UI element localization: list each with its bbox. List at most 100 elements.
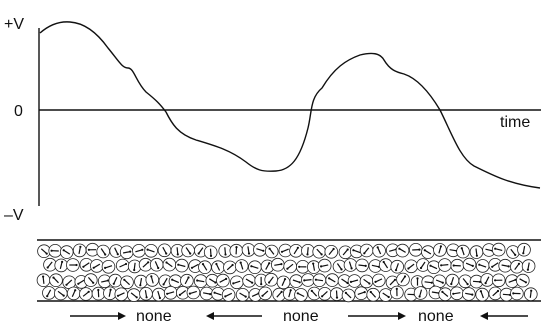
- y-top-label: +V: [4, 16, 24, 33]
- particle-arrowhead: [478, 263, 481, 266]
- segment-arrow-right-2: [348, 312, 406, 320]
- particle-arrow: [348, 261, 353, 269]
- particle-arrowhead: [250, 265, 253, 268]
- particle-arrowhead: [65, 283, 68, 286]
- particle-arrowhead: [496, 289, 500, 293]
- particle-arrowhead: [314, 278, 317, 281]
- particle-arrow: [375, 278, 383, 283]
- particle-arrowhead: [244, 295, 247, 298]
- particle-arrowhead: [116, 253, 119, 256]
- particle-arrow: [40, 248, 48, 255]
- particle-arrow: [144, 290, 148, 298]
- particle-arrowhead: [135, 296, 138, 299]
- particle-arrowhead: [46, 266, 49, 269]
- particle-arrow: [191, 263, 199, 269]
- particle-arrowhead: [441, 281, 444, 284]
- particle-arrowhead: [363, 291, 366, 294]
- particle-arrowhead: [393, 278, 397, 281]
- particle-arrowhead: [42, 275, 45, 278]
- particle-arrowhead: [209, 293, 212, 296]
- particle-arrow: [83, 262, 90, 268]
- particle-arrowhead: [247, 252, 251, 255]
- particle-arrow: [480, 290, 484, 299]
- particle-arrowhead: [92, 266, 95, 269]
- particle-arrowhead: [79, 245, 82, 248]
- particle-arrow: [53, 277, 59, 284]
- particle-arrowhead: [251, 281, 254, 284]
- particle-arrow: [197, 279, 205, 283]
- particle-arrow: [113, 277, 118, 285]
- particle-arrow: [519, 278, 527, 283]
- particle-arrowhead: [394, 269, 398, 272]
- particle-arrowhead: [189, 252, 192, 255]
- particle-arrow: [399, 248, 406, 253]
- particle-arrowhead: [484, 282, 487, 285]
- particle-arrow: [133, 262, 136, 271]
- particle-arrowhead: [289, 289, 292, 292]
- particle-arrowhead: [280, 290, 283, 293]
- particle-arrow: [306, 247, 309, 255]
- particle-arrow: [63, 249, 71, 255]
- particle-arrow: [184, 277, 190, 285]
- particle-arrow: [114, 247, 119, 255]
- particle-arrow: [501, 264, 509, 267]
- particle-arrow: [240, 262, 244, 270]
- particle-arrowhead: [439, 245, 442, 248]
- particle-arrowhead: [491, 265, 494, 268]
- particle-arrowhead: [178, 293, 181, 296]
- particle-arrowhead: [363, 252, 366, 255]
- particle-arrow: [139, 278, 143, 286]
- particle-arrow: [424, 249, 432, 255]
- particle-arrow: [485, 248, 493, 252]
- particle-arrowhead: [116, 294, 120, 297]
- particle-arrowhead: [306, 253, 309, 256]
- particle-arrow: [527, 262, 530, 270]
- particle-arrow: [441, 264, 449, 266]
- particle-arrow: [100, 248, 106, 255]
- particle-arrowhead: [512, 292, 515, 295]
- particle-arrowhead: [262, 249, 265, 252]
- particle-arrowhead: [261, 294, 264, 297]
- particle-arrow: [430, 265, 438, 270]
- particle-arrowhead: [352, 249, 355, 252]
- particle-arrowhead: [187, 276, 190, 279]
- particle-arrow: [119, 263, 127, 268]
- particle-arrowhead: [87, 290, 90, 293]
- particle-arrow: [122, 251, 131, 254]
- particle-arrow: [288, 290, 292, 298]
- particle-arrow: [357, 291, 365, 295]
- particle-arrowhead: [165, 261, 168, 264]
- particle-arrowhead: [418, 248, 421, 251]
- particle-arrow: [485, 276, 490, 284]
- particle-arrow: [179, 290, 187, 296]
- particle-arrowhead: [109, 288, 112, 291]
- particle-arrow: [233, 280, 241, 284]
- particle-arrow: [522, 245, 526, 254]
- particle-arrow: [350, 279, 359, 283]
- particle-arrow: [167, 291, 175, 295]
- particle-arrow: [185, 247, 191, 254]
- particle-arrow: [341, 278, 348, 284]
- particle-arrowhead: [364, 264, 367, 267]
- segment-label-1: none: [136, 308, 172, 325]
- particle-arrowhead: [283, 278, 287, 281]
- particle-arrow: [77, 279, 85, 285]
- particle-arrowhead: [280, 250, 284, 253]
- magnetic-particles: [36, 242, 538, 303]
- particle-arrowhead: [286, 267, 289, 270]
- particle-arrow: [57, 290, 65, 297]
- particle-arrow: [224, 247, 227, 255]
- particle-arrow: [335, 290, 338, 298]
- particle-arrowhead: [298, 265, 301, 268]
- particle-arrowhead: [471, 264, 474, 267]
- particle-arrowhead: [225, 277, 228, 280]
- particle-arrowhead: [312, 262, 315, 265]
- particle-arrowhead: [374, 280, 377, 283]
- particle-arrow: [465, 262, 474, 267]
- particle-arrow: [202, 263, 208, 271]
- particle-arrowhead: [166, 292, 169, 295]
- particle-arrow: [316, 248, 323, 255]
- particle-arrow: [495, 248, 503, 251]
- particle-arrowhead: [321, 295, 324, 298]
- particle-arrow: [438, 246, 442, 254]
